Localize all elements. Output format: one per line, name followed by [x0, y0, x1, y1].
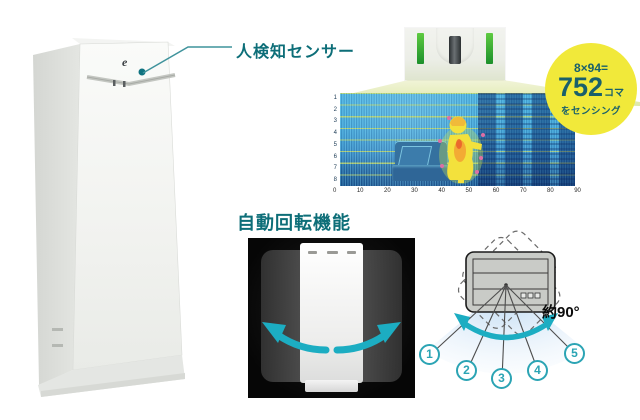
position-number-3: 3 — [491, 368, 512, 389]
grid-row-labels: 1 2 3 4 5 6 7 8 — [327, 92, 337, 186]
grid-row-label: 5 — [333, 141, 337, 148]
sensor-feature-label: 人検知センサー — [236, 44, 356, 61]
direction-lines — [429, 284, 576, 380]
grid-column-label: 40 — [438, 188, 446, 194]
arc-arrowhead-right — [542, 313, 558, 331]
product-base-front — [305, 380, 358, 392]
arc-arrowhead-left — [454, 313, 470, 331]
side-label-mark — [52, 344, 63, 347]
badge-formula: 8×94= — [573, 61, 609, 76]
badge-value: 752 — [557, 72, 604, 103]
swing-arrows — [262, 322, 401, 354]
person-heat-silhouette — [438, 116, 485, 184]
product-front-center — [300, 243, 363, 383]
thermal-grid-visualization — [340, 93, 575, 186]
grid-column-label: 60 — [492, 188, 500, 194]
sweep-fan — [426, 285, 586, 374]
panel-mark — [327, 251, 338, 254]
sensor-groove-line — [86, 74, 176, 85]
grid-row-label: 6 — [333, 153, 337, 160]
grid-row-label: 1 — [333, 94, 337, 101]
grid-row-label: 3 — [333, 118, 337, 125]
rotation-photo — [248, 238, 415, 398]
grid-column-label: 80 — [547, 188, 554, 194]
callout-anchor-dot — [138, 68, 146, 76]
grid-row-label: 2 — [333, 106, 337, 113]
grid-row-label: 4 — [333, 130, 337, 137]
sensor-callout-line — [142, 46, 232, 74]
position-number-2: 2 — [456, 360, 477, 381]
grid-column-label: 30 — [411, 188, 418, 194]
unit-top-view — [465, 251, 556, 313]
panel-mark — [308, 251, 317, 254]
grid-row-label: 7 — [333, 165, 337, 172]
grid-column-label: 50 — [465, 188, 473, 194]
position-number-1: 1 — [419, 344, 440, 365]
rotation-feature-label: 自動回転機能 — [237, 213, 351, 233]
grid-column-label: 10 — [356, 188, 364, 194]
product-logo: e — [122, 55, 128, 69]
rotation-angle-label: 約90° — [542, 304, 580, 321]
sensor-element — [113, 80, 116, 86]
product-side-panel — [33, 44, 80, 385]
position-number-4: 4 — [527, 360, 548, 381]
sensor-unit — [449, 36, 461, 64]
green-led-bar — [417, 33, 424, 64]
badge-caption: をセンシング — [560, 105, 621, 117]
grid-column-labels: 0 10 20 30 40 50 60 70 80 90 — [333, 188, 581, 194]
grid-column-label: 90 — [574, 188, 581, 194]
badge-unit: コマ — [604, 88, 625, 100]
grid-row-label: 8 — [333, 177, 337, 184]
green-led-bar — [486, 33, 493, 64]
side-label-mark — [52, 328, 63, 331]
product-base — [38, 355, 185, 397]
product-base-shadow — [41, 373, 185, 397]
product-photo: e — [33, 38, 185, 397]
grid-column-label: 20 — [384, 188, 391, 194]
position-number-5: 5 — [564, 343, 585, 364]
product-front-panel — [72, 41, 183, 371]
panel-mark — [347, 251, 356, 254]
grid-column-label: 0 — [333, 188, 337, 194]
sensor-closeup-photo — [405, 28, 505, 80]
grid-column-label: 70 — [519, 188, 527, 194]
sofa-cushion — [397, 146, 433, 166]
rotation-diagram — [426, 230, 586, 380]
sweep-arc-arrow — [463, 321, 549, 341]
sensor-element — [123, 81, 126, 87]
